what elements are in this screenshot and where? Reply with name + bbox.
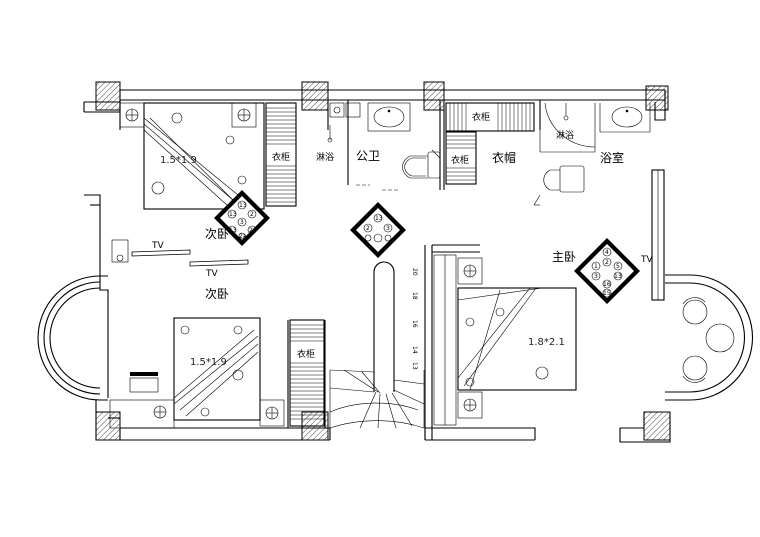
- bed-3: 1.8*2.1: [433, 254, 577, 426]
- svg-text:16: 16: [411, 320, 418, 328]
- wardrobe-3: 衣柜: [445, 102, 535, 132]
- bathroom-label: 浴室: [600, 150, 624, 165]
- outlet-diamond-b: 13 2 3: [350, 202, 406, 258]
- outlet-diamond-a: 13 13 2 3 13 2a 2a: [214, 190, 270, 246]
- wardrobe-2: 衣柜: [445, 131, 477, 185]
- exterior-walls: [37, 89, 754, 443]
- tv-1-label: TV: [151, 241, 164, 251]
- svg-text:2a: 2a: [249, 227, 257, 234]
- svg-text:1: 1: [594, 263, 598, 270]
- svg-text:2: 2: [605, 259, 609, 266]
- bed-3-size: 1.8*2.1: [528, 337, 565, 348]
- shower-2-label: 淋浴: [556, 129, 574, 141]
- bed-2-size: 1.5*1.9: [190, 357, 227, 368]
- svg-text:13: 13: [239, 202, 247, 209]
- svg-text:3: 3: [386, 225, 390, 232]
- wardrobe-2-label: 衣柜: [451, 154, 469, 166]
- svg-text:13: 13: [614, 273, 622, 280]
- svg-text:20: 20: [411, 268, 418, 276]
- public-bath: 淋浴 公卫: [316, 102, 441, 179]
- svg-text:16: 16: [603, 281, 611, 288]
- tv-unit-2: TV: [189, 259, 249, 279]
- outlet-diamond-c: 4 2 1 3 5 13 16 15: [574, 238, 640, 304]
- bay-seating: [682, 297, 735, 383]
- staircase: 20 18 16 14 13: [329, 261, 425, 429]
- shower-1-label: 淋浴: [316, 151, 334, 163]
- tv-2-label: TV: [205, 269, 218, 279]
- closet-label: 衣帽: [492, 150, 516, 165]
- bed-1: 1.5*1.9: [119, 102, 265, 210]
- bed-2: 1.5*1.9: [109, 317, 285, 429]
- secondary-bedroom-2-label: 次卧: [205, 287, 229, 301]
- tv-unit-1: TV: [111, 239, 191, 263]
- secondary-bedroom-1-label: 次卧: [205, 227, 229, 241]
- svg-text:4: 4: [605, 249, 609, 256]
- svg-text:2a: 2a: [239, 233, 247, 240]
- wardrobe-1-label: 衣柜: [272, 151, 290, 163]
- svg-text:18: 18: [411, 292, 418, 300]
- wardrobe-4-label: 衣柜: [297, 348, 315, 360]
- bathroom: 淋浴 浴室: [533, 102, 651, 206]
- svg-text:2: 2: [250, 211, 254, 218]
- tv-3-label: TV: [640, 255, 653, 265]
- wardrobe-1: 衣柜: [265, 102, 297, 207]
- svg-text:3: 3: [594, 273, 598, 280]
- svg-text:2: 2: [366, 225, 370, 232]
- svg-text:15: 15: [603, 290, 611, 297]
- svg-text:13: 13: [375, 215, 383, 222]
- svg-text:13: 13: [411, 362, 418, 370]
- svg-text:13: 13: [229, 211, 237, 218]
- public-bath-label: 公卫: [356, 149, 380, 163]
- wardrobe-4: 衣柜: [289, 319, 325, 427]
- structural-columns: [95, 81, 671, 441]
- master-bedroom-label: 主卧: [552, 250, 576, 264]
- svg-text:14: 14: [411, 346, 418, 354]
- wardrobe-3-label: 衣柜: [472, 111, 490, 123]
- svg-text:13: 13: [229, 227, 237, 234]
- svg-text:5: 5: [616, 263, 620, 270]
- bed-1-size: 1.5*1.9: [160, 155, 197, 166]
- svg-text:3: 3: [240, 219, 244, 226]
